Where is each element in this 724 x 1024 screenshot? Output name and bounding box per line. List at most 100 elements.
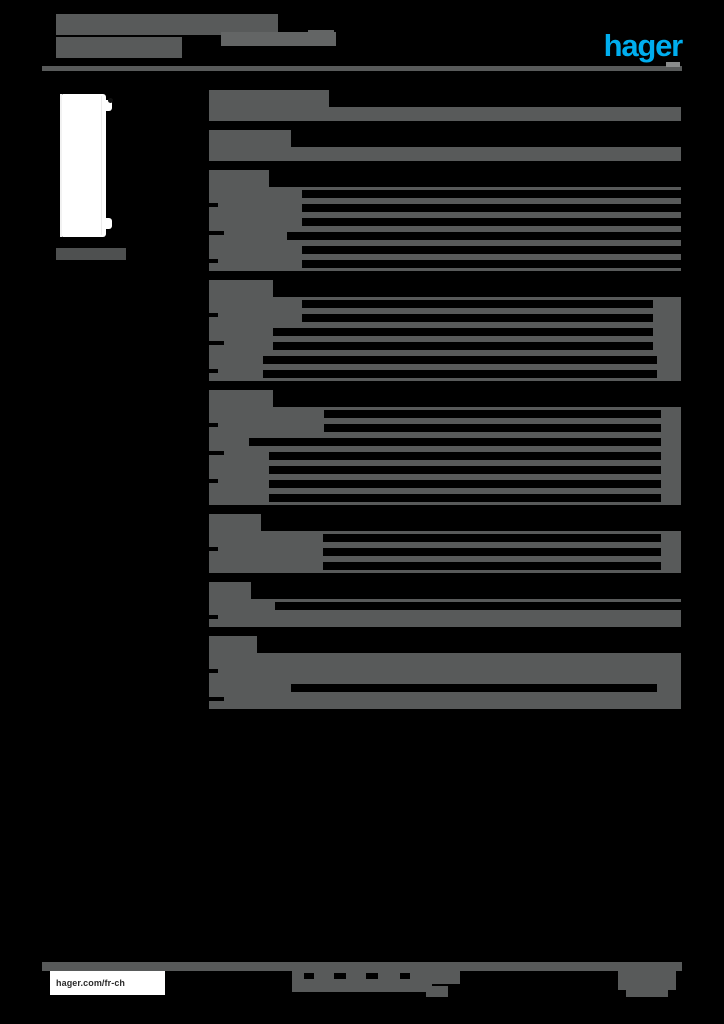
spec-row-leader-gap: [302, 300, 653, 308]
spec-group-heading: [209, 280, 273, 297]
footer-page-number: [626, 988, 668, 997]
spec-row-leader-gap: [302, 246, 681, 254]
spec-row: [209, 147, 681, 161]
spec-row-leader-gap: [273, 342, 653, 350]
spec-row-notch: [209, 203, 218, 207]
spec-row: [209, 201, 681, 215]
spec-row-leader-gap: [323, 548, 661, 556]
spec-group: [209, 514, 681, 573]
spec-row-notch: [209, 369, 218, 373]
spec-row-leader-gap: [302, 314, 653, 322]
title-line-1: [56, 14, 278, 35]
footer-gap-4: [400, 973, 410, 979]
spec-row-leader-gap: [324, 410, 661, 418]
footer-gap-2: [334, 973, 346, 979]
footer-center-tail: [426, 986, 448, 997]
spec-row-fill: [209, 667, 681, 681]
spec-row-leader-gap: [269, 466, 661, 474]
spec-row-label: [209, 491, 249, 505]
spec-row-label: [209, 559, 237, 573]
product-left-edge: [60, 94, 62, 237]
spec-group: [209, 582, 681, 627]
spec-row-label: [209, 243, 265, 257]
spec-group-heading: [209, 582, 251, 599]
spec-row-notch: [209, 451, 224, 455]
spec-row-label: [209, 187, 265, 201]
spec-row-notch: [209, 341, 224, 345]
spec-row-label: [209, 215, 265, 229]
spec-row-label: [209, 353, 237, 367]
spec-row-notch: [209, 231, 224, 235]
spec-row-leader-gap: [275, 602, 681, 610]
spec-row: [209, 215, 681, 229]
spec-row-notch: [209, 259, 218, 263]
title-subtitle: [221, 32, 336, 46]
spec-row-leader-gap: [273, 328, 653, 336]
spec-group-heading: [209, 390, 273, 407]
spec-row-label: [209, 681, 257, 695]
spec-row: [209, 681, 681, 695]
spec-row: [209, 311, 681, 325]
product-seam-line: [101, 96, 102, 235]
product-top-tab: [98, 100, 112, 111]
spec-row-notch: [209, 313, 218, 317]
spec-row: [209, 613, 681, 627]
spec-row-leader-gap: [302, 190, 681, 198]
spec-group-heading: [209, 636, 257, 653]
page-header: hager: [56, 14, 684, 76]
spec-group: [209, 390, 681, 505]
spec-row-label: [209, 257, 265, 271]
page-title: [56, 14, 278, 58]
spec-group-heading: [209, 170, 269, 187]
footer-gap-1: [304, 973, 314, 979]
spec-row: [209, 545, 681, 559]
spec-row: [209, 257, 681, 271]
spec-row-notch: [209, 697, 224, 701]
spec-row-leader-gap: [269, 480, 661, 488]
spec-row-label: [209, 407, 249, 421]
footer-url-box[interactable]: hager.com/fr-ch: [50, 971, 165, 995]
spec-row-leader-gap: [302, 204, 681, 212]
spec-row-notch: [209, 615, 218, 619]
spec-content: [209, 90, 681, 718]
title-line-2: [56, 37, 182, 58]
header-divider-marker: [666, 62, 680, 67]
spec-row-leader-gap: [302, 218, 681, 226]
spec-row: [209, 531, 681, 545]
spec-row: [209, 107, 681, 121]
spec-row: [209, 421, 681, 435]
spec-group-heading: [209, 130, 291, 147]
spec-row: [209, 407, 681, 421]
spec-row: [209, 449, 681, 463]
spec-row-leader-gap: [302, 260, 681, 268]
footer-gap-3: [366, 973, 378, 979]
spec-row-notch: [209, 547, 218, 551]
spec-row-leader-gap: [324, 424, 661, 432]
spec-row-leader-gap: [263, 370, 657, 378]
spec-row: [209, 463, 681, 477]
spec-row: [209, 435, 681, 449]
spec-row: [209, 229, 681, 243]
spec-row-notch: [209, 479, 218, 483]
spec-row-label: [209, 435, 249, 449]
spec-row: [209, 297, 681, 311]
spec-row-label: [209, 477, 249, 491]
spec-row-fill: [209, 147, 681, 161]
spec-row: [209, 599, 681, 613]
product-corner-dot: [108, 98, 113, 103]
spec-row-leader-gap: [323, 534, 661, 542]
product-bottom-tab: [98, 218, 112, 229]
title-badge: [308, 30, 334, 42]
page-footer: hager.com/fr-ch: [42, 962, 682, 1008]
spec-row-fill: [209, 107, 681, 121]
spec-group: [209, 90, 681, 121]
hager-logo[interactable]: hager: [603, 28, 684, 63]
footer-url-text: hager.com/fr-ch: [56, 978, 126, 988]
product-image: [56, 90, 118, 242]
spec-group-heading: [209, 514, 261, 531]
header-divider: [42, 66, 682, 71]
spec-group-heading: [209, 90, 329, 107]
spec-row: [209, 325, 681, 339]
spec-row: [209, 667, 681, 681]
